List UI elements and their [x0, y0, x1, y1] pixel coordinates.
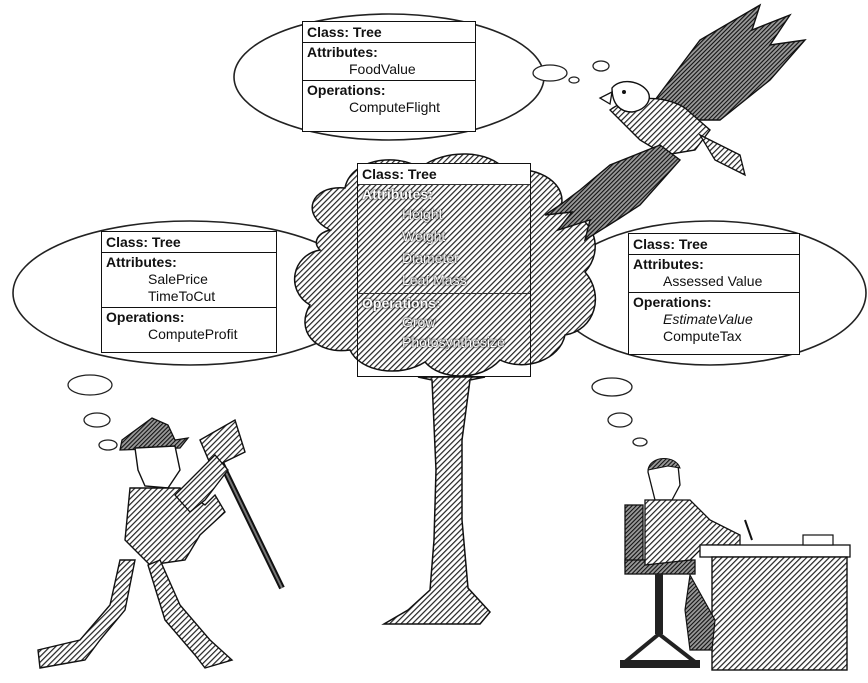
attributes-label: Attributes: [633, 256, 704, 272]
attribute-item: Height [402, 206, 443, 222]
operations-section: Operations: ComputeFlight [303, 80, 475, 118]
operation-item: ComputeProfit [148, 326, 238, 342]
operations-label: Operations: [633, 294, 712, 310]
woodsman-trailing-bubbles [67, 374, 118, 451]
eagle-illustration [544, 3, 807, 242]
operations-label: Operations: [362, 295, 441, 311]
operations-section: Operations: EstimateValue ComputeTax [629, 292, 799, 347]
attributes-label: Attributes: [307, 44, 378, 60]
operation-item: Photosynthesize [402, 334, 505, 350]
operation-item: ComputeTax [663, 328, 742, 344]
tax-assessor-illustration [620, 458, 851, 671]
class-title: Class: Tree [358, 164, 530, 184]
attribute-item: Diameter [402, 250, 459, 266]
eagle-class-box: Class: Tree Attributes: FoodValue Operat… [302, 21, 476, 132]
class-title: Class: Tree [106, 234, 181, 250]
attribute-item: Leaf Mass [402, 272, 467, 288]
eagle-trailing-bubbles [532, 60, 610, 84]
operation-item: Grow [402, 314, 436, 330]
attribute-item: TimeToCut [148, 288, 216, 304]
attribute-item: SalePrice [148, 271, 208, 287]
attributes-section: Attributes: FoodValue [303, 42, 475, 80]
attribute-item: Weight [402, 228, 446, 244]
attribute-item: FoodValue [349, 61, 416, 77]
woodsman-class-box: Class: Tree Attributes: SalePrice TimeTo… [101, 231, 277, 353]
tree-trunk [381, 376, 491, 625]
operations-section: Operations: Grow Photosynthesize [358, 293, 530, 354]
attributes-section: Attributes: SalePrice TimeToCut [102, 252, 276, 307]
attributes-label: Attributes: [362, 186, 433, 202]
operation-item: EstimateValue [663, 311, 753, 327]
attributes-label: Attributes: [106, 254, 177, 270]
tree-class-box: Class: Tree Attributes: Height Weight Di… [357, 163, 531, 377]
attributes-section: Attributes: Height Weight Diameter Leaf … [358, 184, 530, 293]
tax-assessor-class-box: Class: Tree Attributes: Assessed Value O… [628, 233, 800, 355]
attributes-section: Attributes: Assessed Value [629, 254, 799, 292]
operations-section: Operations: ComputeProfit [102, 307, 276, 345]
operations-label: Operations: [106, 309, 185, 325]
operations-label: Operations: [307, 82, 386, 98]
tax-assessor-trailing-bubbles [591, 377, 648, 447]
operation-item: ComputeFlight [349, 99, 441, 115]
woodsman-illustration [37, 417, 285, 669]
class-title: Class: Tree [633, 236, 708, 252]
class-title: Class: Tree [307, 24, 382, 40]
attribute-item: Assessed Value [663, 273, 763, 289]
